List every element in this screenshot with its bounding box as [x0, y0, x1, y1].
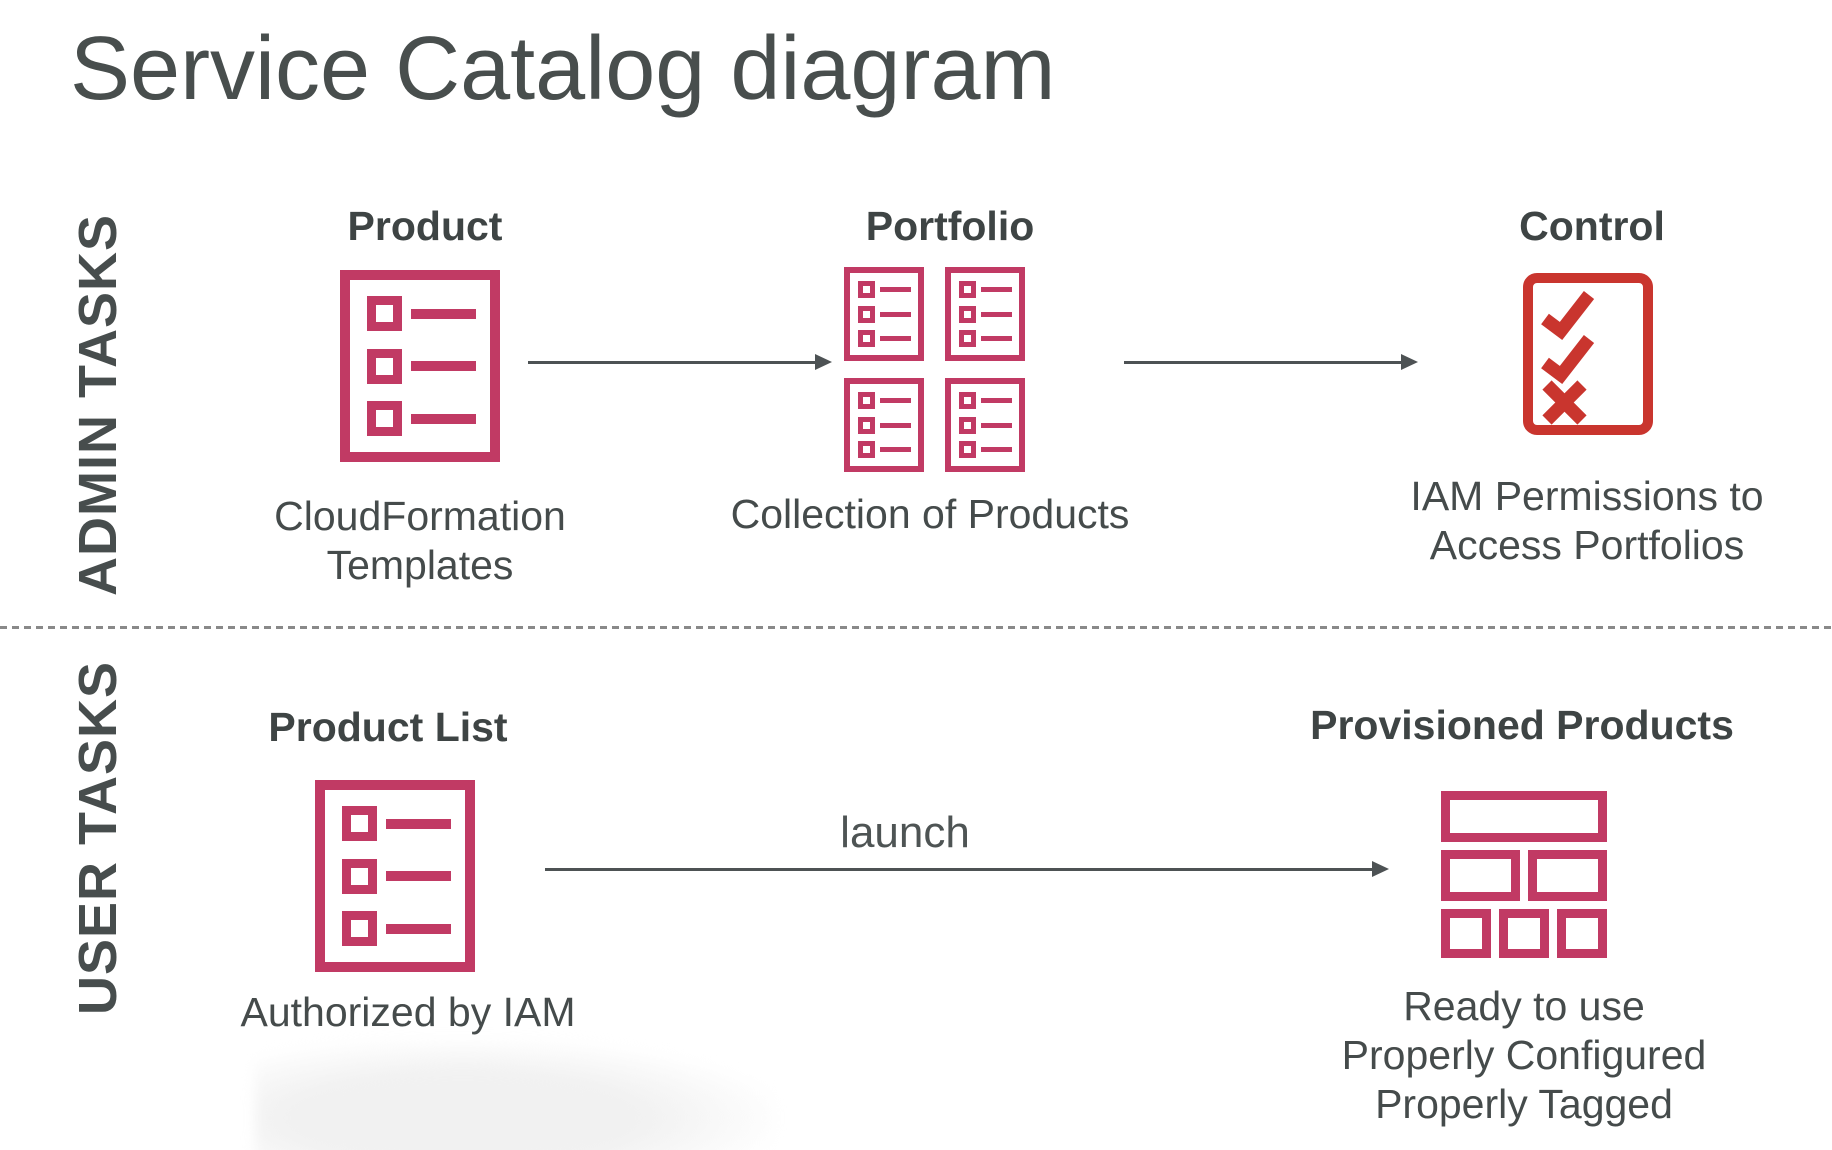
control-heading: Control — [1519, 203, 1665, 249]
list-row — [342, 911, 465, 946]
brick — [1441, 909, 1491, 958]
text-line — [411, 308, 476, 319]
text-line — [411, 413, 476, 424]
product-heading: Product — [347, 203, 503, 249]
product-list-caption: Authorized by IAM — [240, 989, 576, 1035]
list-row — [367, 401, 490, 436]
brick — [1557, 909, 1607, 958]
list-row — [342, 858, 465, 894]
checkbox-square — [342, 858, 377, 894]
page-title: Service Catalog diagram — [70, 19, 1056, 119]
text-line — [386, 818, 451, 829]
dashed-divider — [0, 626, 1832, 629]
checklist-icon — [1523, 273, 1653, 435]
faint-ghost-artifact — [255, 1040, 775, 1150]
brick — [1528, 850, 1607, 901]
product-list-icon-user — [315, 780, 475, 972]
arrow-portfolio-to-control — [1124, 354, 1418, 370]
checkbox-square — [342, 911, 377, 946]
brick — [1441, 791, 1607, 842]
portfolio-heading: Portfolio — [865, 203, 1035, 249]
mini-product-icon — [945, 378, 1025, 472]
provisioned-products-icon — [1441, 791, 1607, 958]
text-line — [386, 923, 451, 934]
launch-label: launch — [840, 808, 970, 857]
brick — [1499, 909, 1549, 958]
list-row — [367, 296, 490, 331]
portfolio-grid-icon — [844, 267, 1025, 472]
arrow-product-to-portfolio — [528, 354, 832, 370]
mini-product-icon — [945, 267, 1025, 361]
list-row — [367, 348, 490, 384]
arrow-launch — [545, 861, 1389, 877]
checkbox-square — [367, 348, 402, 384]
text-line — [411, 361, 476, 371]
provisioned-products-heading: Provisioned Products — [1310, 702, 1734, 748]
product-list-heading: Product List — [268, 704, 508, 750]
brick — [1441, 850, 1520, 901]
checkbox-square — [367, 401, 402, 436]
checkbox-square — [367, 296, 402, 331]
text-line — [386, 871, 451, 881]
checkbox-square — [342, 806, 377, 841]
portfolio-caption: Collection of Products — [730, 491, 1130, 537]
list-row — [342, 806, 465, 841]
user-tasks-label: USER TASKS — [68, 660, 128, 1016]
mini-product-icon — [844, 267, 924, 361]
mini-product-icon — [844, 378, 924, 472]
product-list-icon — [340, 270, 500, 462]
admin-tasks-label: ADMIN TASKS — [68, 214, 128, 596]
check-x-marks — [1541, 291, 1595, 425]
